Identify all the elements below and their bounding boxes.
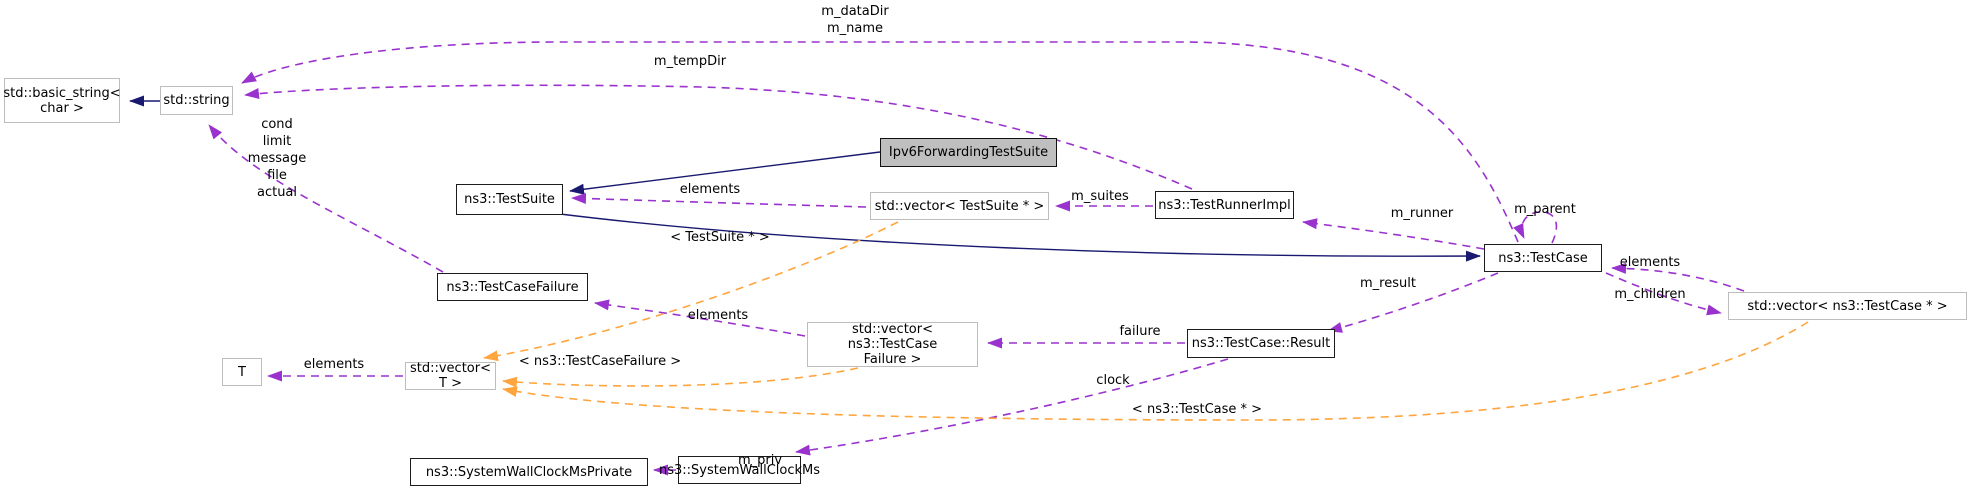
node-ns3-testcase-failure[interactable]: ns3::TestCaseFailure (437, 273, 588, 301)
edge-label-clock: clock (1096, 373, 1130, 388)
edge-label-tpl-testcase-failure: < ns3::TestCaseFailure > (518, 354, 682, 369)
edge-label-m-result: m_result (1360, 276, 1416, 291)
node-std-string[interactable]: std::string (160, 86, 233, 115)
node-t[interactable]: T (222, 358, 262, 386)
edge-label-m-parent: m_parent (1514, 202, 1576, 217)
node-ns3-system-wall-clock-ms[interactable]: ns3::SystemWallClockMs (659, 456, 820, 484)
node-std-vector-testsuite-ptr[interactable]: std::vector< TestSuite * > (870, 192, 1049, 220)
edge-m-dataDir-m-name (241, 41, 1519, 243)
edge-label-elements-testcase: elements (1619, 255, 1681, 270)
edge-label-elements-testsuite: elements (679, 182, 741, 197)
node-ns3-testcase-result[interactable]: ns3::TestCase::Result (1187, 329, 1335, 358)
edge-elements-failure (594, 299, 806, 337)
node-std-basic-string[interactable]: std::basic_string< char > (3, 78, 121, 123)
node-std-vector-testcase-failure[interactable]: std::vector< ns3::TestCase Failure > (807, 322, 978, 367)
edge-label-m-priv: m_priv (737, 453, 783, 468)
edge-m-runner (1302, 218, 1485, 250)
edge-inherit-ipv6suite-testsuite (569, 151, 881, 195)
edge-clock (795, 358, 1229, 456)
node-ns3-test-runner-impl[interactable]: ns3::TestRunnerImpl (1155, 191, 1294, 219)
edge-m-parent-selfloop (1513, 211, 1558, 244)
edge-label-elements-t: elements (303, 357, 365, 372)
edge-label-m-tempDir: m_tempDir (653, 54, 727, 69)
edge-label-tpl-testcase: < ns3::TestCase * > (1131, 402, 1263, 417)
edge-label-tpl-testsuite: < TestSuite * > (670, 230, 770, 245)
edge-inherit-testsuite-testcase (559, 213, 1481, 262)
node-ipv6-forwarding-test-suite[interactable]: Ipv6ForwardingTestSuite (880, 138, 1057, 167)
edge-tpl-vector-testsuite (483, 221, 899, 362)
node-ns3-testsuite[interactable]: ns3::TestSuite (456, 184, 563, 215)
edge-label-m-children: m_children (1614, 287, 1686, 302)
edge-elements-testcase (1611, 262, 1745, 292)
node-ns3-system-wall-clock-ms-private[interactable]: ns3::SystemWallClockMsPrivate (410, 458, 648, 486)
edge-label-elements-failure: elements (687, 308, 749, 323)
edge-label-failure-fields: cond limit message file actual (247, 117, 307, 200)
edge-m-children (1605, 272, 1722, 316)
edge-tpl-vector-testcase (502, 321, 1809, 421)
node-ns3-testcase[interactable]: ns3::TestCase (1484, 244, 1602, 272)
edge-tpl-vector-testcasefailure (502, 367, 859, 388)
edge-m-result (1327, 272, 1499, 333)
node-std-vector-testcase-ptr[interactable]: std::vector< ns3::TestCase * > (1728, 292, 1967, 320)
edge-testcasefailure-string (208, 124, 444, 273)
edge-label-failure: failure (1119, 324, 1161, 339)
edge-label-m-dataDir-m-name: m_dataDir m_name (821, 4, 889, 36)
node-std-vector-t[interactable]: std::vector< T > (405, 361, 496, 391)
edge-label-m-suites: m_suites (1071, 189, 1129, 204)
edge-m-tempDir (244, 84, 1193, 190)
edge-label-m-runner: m_runner (1390, 206, 1454, 221)
edge-elements-testsuite (571, 192, 867, 208)
